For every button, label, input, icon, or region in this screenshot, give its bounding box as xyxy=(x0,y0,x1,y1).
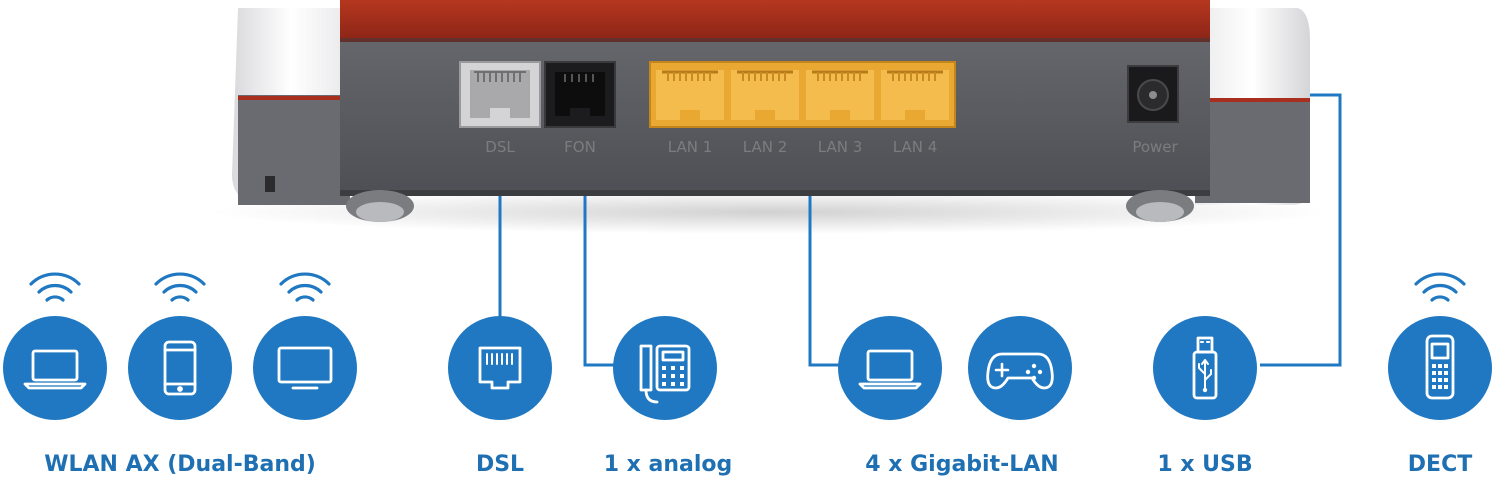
lan4-port xyxy=(881,70,949,120)
connector-lines xyxy=(498,93,1342,367)
laptop-icon xyxy=(858,349,922,390)
lan3-port xyxy=(806,70,874,120)
router-left-cap-lower xyxy=(238,95,350,205)
connector-lan xyxy=(808,196,840,367)
port-label-fon: FON xyxy=(564,138,596,156)
feature-label-lan: 4 x Gigabit-LAN xyxy=(865,452,1059,477)
lan-gamepad-circle xyxy=(968,316,1072,420)
feature-label-dect: DECT xyxy=(1407,452,1473,477)
wlan-phone-circle xyxy=(128,316,232,420)
router: DSL FON LAN 1 LAN 2 LAN 3 LAN 4 Power xyxy=(232,0,1310,222)
router-left-accent xyxy=(238,96,340,100)
port-label-power: Power xyxy=(1132,138,1178,156)
laptop-icon xyxy=(23,349,87,390)
dect-handset-icon xyxy=(1425,334,1455,400)
connector-analog xyxy=(583,196,618,367)
desk-phone-icon xyxy=(639,344,691,404)
router-right-accent xyxy=(1205,98,1310,102)
wifi-icon xyxy=(154,272,206,302)
lan-laptop-circle xyxy=(838,316,942,420)
wlan-monitor-circle xyxy=(253,316,357,420)
wifi-icon xyxy=(279,272,331,302)
port-label-lan4: LAN 4 xyxy=(893,138,938,156)
router-left-slot xyxy=(265,176,275,192)
power-jack xyxy=(1127,65,1179,123)
feature-label-analog: 1 x analog xyxy=(603,452,733,477)
router-band-shadow xyxy=(340,38,1210,44)
connector-usb xyxy=(1260,93,1342,367)
router-shadow xyxy=(210,190,1330,234)
router-bottom-edge xyxy=(340,190,1210,196)
wifi-icon xyxy=(29,272,81,302)
feature-label-dsl: DSL xyxy=(475,452,525,477)
dsl-port xyxy=(459,61,541,128)
lan2-port xyxy=(731,70,799,120)
dsl-circle xyxy=(448,316,552,420)
router-foot-right-pad xyxy=(1136,202,1184,222)
ethernet-port-icon xyxy=(478,346,522,390)
port-label-lan3: LAN 3 xyxy=(818,138,863,156)
feature-label-wlan: WLAN AX (Dual-Band) xyxy=(44,452,316,477)
gamepad-icon xyxy=(986,352,1054,390)
port-label-lan2: LAN 2 xyxy=(743,138,788,156)
router-top-band xyxy=(340,0,1210,42)
port-label-lan1: LAN 1 xyxy=(668,138,713,156)
usb-stick-icon xyxy=(1192,336,1218,400)
monitor-icon xyxy=(277,346,333,390)
router-right-cap-lower xyxy=(1195,98,1310,203)
wlan-laptop-circle xyxy=(3,316,107,420)
smartphone-icon xyxy=(163,340,197,396)
router-foot-left-pad xyxy=(356,202,404,222)
fon-port xyxy=(544,61,616,128)
wifi-icon xyxy=(1414,272,1466,302)
lan-port-block xyxy=(649,61,956,128)
port-label-dsl: DSL xyxy=(485,138,515,156)
lan1-port xyxy=(656,70,724,120)
feature-label-usb: 1 x USB xyxy=(1157,452,1253,477)
